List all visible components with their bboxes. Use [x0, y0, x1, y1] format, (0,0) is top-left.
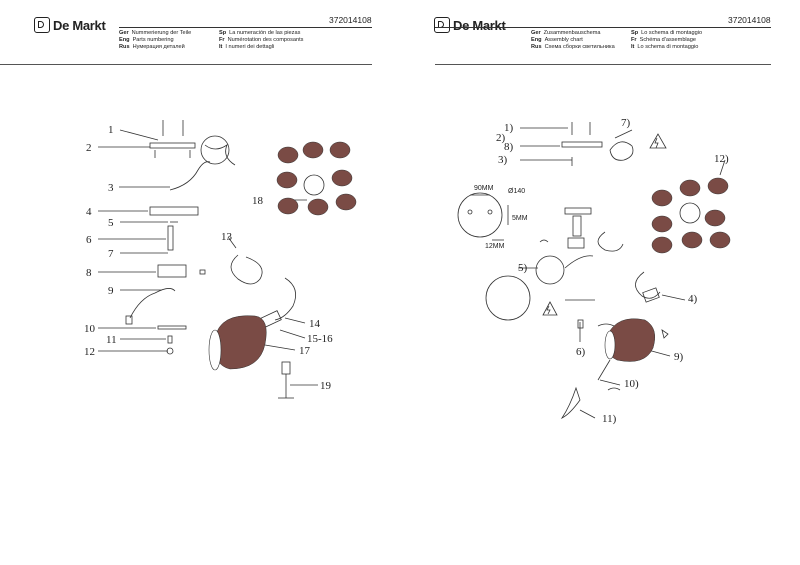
step-label: 9) — [674, 351, 684, 363]
step-label: 3) — [498, 154, 508, 166]
part-label: 15-16 — [307, 333, 333, 345]
part-label: 14 — [309, 318, 321, 330]
step-label: 10) — [624, 378, 639, 390]
assembly-diagram: 90MM Ø140 5MM 12MM — [457, 117, 731, 425]
step-label: 5) — [518, 262, 528, 274]
ceiling-plate-drawing: 90MM Ø140 5MM 12MM — [457, 185, 528, 250]
part-label: 2 — [86, 142, 92, 154]
step-label: 4) — [688, 293, 698, 305]
header-bottom-line — [435, 64, 771, 65]
arm-drawing — [230, 254, 263, 285]
step-label: 6) — [576, 346, 586, 358]
brand-logo: De Markt — [34, 17, 106, 33]
svg-text:5MM: 5MM — [512, 215, 528, 222]
mounting-bar-drawing — [149, 120, 236, 166]
part-label: 6 — [86, 234, 92, 246]
svg-text:Ø140: Ø140 — [508, 188, 525, 195]
parts-diagram: 1 2 3 4 5 6 7 8 9 10 11 12 13 14 15-16 1… — [84, 120, 357, 399]
svg-text:12MM: 12MM — [485, 243, 505, 250]
socket-wire-drawing — [129, 288, 176, 319]
glass-shade-drawing — [208, 315, 267, 371]
part-label: 5 — [108, 217, 114, 229]
step-label: 8) — [504, 141, 514, 153]
header-bottom-line — [0, 64, 372, 65]
step-label: 2) — [496, 132, 506, 144]
article-code: 372014108 — [329, 15, 372, 25]
part-label: 18 — [252, 195, 264, 207]
step-label: 7) — [621, 117, 631, 129]
candle-bulb-drawing — [560, 359, 621, 420]
part-label: 12 — [84, 346, 95, 358]
header-divider — [119, 27, 372, 28]
bulb-drawing — [278, 361, 294, 399]
chandelier-drawing — [276, 141, 357, 216]
rod-drawing — [149, 206, 199, 216]
part-label: 17 — [299, 345, 311, 357]
part-label: 11 — [106, 334, 117, 346]
chandelier-drawing — [651, 177, 731, 254]
electric-warning-icon — [649, 133, 667, 149]
brand-logo: De Markt — [434, 17, 506, 33]
electric-warning-icon — [542, 301, 558, 316]
logo-icon — [34, 17, 50, 33]
part-label: 7 — [108, 248, 114, 260]
part-label: 3 — [108, 182, 114, 194]
svg-text:90MM: 90MM — [474, 185, 494, 192]
glass-shade-drawing — [604, 318, 669, 362]
article-code: 372014108 — [728, 15, 771, 25]
cable-drawing — [169, 161, 211, 191]
part-label: 1 — [108, 124, 114, 136]
part-label: 4 — [86, 206, 92, 218]
bar-drawing — [167, 225, 174, 251]
step-label: 1) — [504, 122, 514, 134]
part-label: 13 — [221, 231, 233, 243]
part-label: 9 — [108, 285, 114, 297]
mounting-plate-drawing — [561, 122, 634, 166]
part-label: 19 — [320, 380, 332, 392]
part-label: 8 — [86, 267, 92, 279]
step-label: 11) — [602, 413, 617, 425]
box-drawing — [157, 264, 187, 278]
part-label: 10 — [84, 323, 96, 335]
step-label: 12) — [714, 153, 729, 165]
header-divider — [435, 27, 771, 28]
